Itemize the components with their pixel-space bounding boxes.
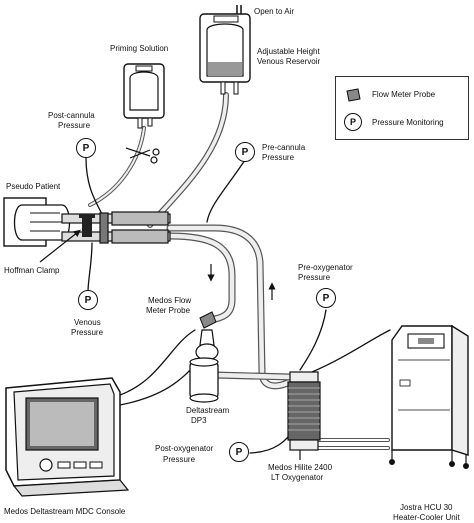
adjustable-reservoir-label-2: Venous Reservoir (257, 57, 321, 66)
pre-cannula-pressure-symbol: P (235, 142, 255, 162)
console (5, 377, 130, 497)
venous-pressure-line (87, 242, 93, 293)
legend: Flow Meter Probe P Pressure Monitoring (335, 76, 469, 140)
pre-cannula-label-1: Pre-cannula (262, 143, 306, 152)
heater-cooler-unit (389, 324, 469, 469)
flow-meter-probe-legend-icon (346, 88, 361, 102)
venous-pressure-label-2: Pressure (71, 328, 104, 337)
legend-flow-meter-probe-label: Flow Meter Probe (372, 90, 436, 99)
pseudo-patient (3, 197, 71, 247)
pressure-legend-icon: P (344, 113, 362, 131)
oxygenator (287, 371, 321, 460)
pre-cannula-pressure-line (206, 159, 246, 223)
priming-line (88, 126, 146, 207)
hoffman-clamp-pointer (39, 229, 81, 263)
flow-meter-probe-label-1: Medos Flow (148, 296, 192, 305)
console-cable-2 (119, 361, 199, 406)
venous-pressure-label-1: Venous (74, 318, 101, 327)
open-to-air-label: Open to Air (254, 7, 295, 16)
post-oxygenator-label-1: Post-oxygenator (155, 444, 214, 453)
priming-solution-bag (123, 63, 165, 129)
post-oxygenator-label-2: Pressure (163, 455, 196, 464)
deltastream-pump (189, 329, 219, 403)
console-cable (119, 329, 196, 396)
post-cannula-pressure-symbol: P (76, 138, 96, 158)
hilite-label-2: LT Oxygenator (271, 473, 324, 482)
hcu-cable (311, 329, 391, 373)
adjustable-reservoir-label-1: Adjustable Height (257, 47, 320, 56)
deltastream-label-2: DP3 (191, 416, 207, 425)
console-label: Medos Deltastream MDC Console (4, 507, 126, 516)
post-oxygenator-pressure-line (249, 429, 293, 454)
post-cannula-pressure-line (85, 157, 106, 221)
flow-meter-probe (199, 311, 217, 329)
hcu-label-1: Jostra HCU 30 (400, 503, 453, 512)
priming-solution-label: Priming Solution (110, 44, 169, 53)
tubing (85, 92, 391, 454)
hcu-label-2: Heater-Cooler Unit (393, 513, 460, 522)
hoffman-clamp (39, 214, 95, 263)
pre-oxygenator-label-2: Pressure (298, 273, 331, 282)
post-oxygenator-pressure-symbol: P (229, 442, 249, 462)
pseudo-patient-label: Pseudo Patient (6, 182, 61, 191)
venous-pressure-symbol: P (78, 290, 98, 310)
cannula-assembly (61, 211, 171, 244)
post-cannula-label-1: Post-cannula (48, 111, 95, 120)
pre-oxygenator-pressure-line (299, 309, 327, 371)
pre-oxygenator-label-1: Pre-oxygenator (298, 263, 353, 272)
hoffman-clamp-label: Hoffman Clamp (4, 266, 60, 275)
pre-cannula-label-2: Pressure (262, 153, 295, 162)
venous-reservoir (199, 5, 251, 95)
pre-oxygenator-pressure-symbol: P (316, 288, 336, 308)
post-cannula-label-2: Pressure (58, 121, 91, 130)
flow-meter-probe-label-2: Meter Probe (146, 306, 191, 315)
priming-clamp (125, 147, 160, 164)
hilite-label-1: Medos Hilite 2400 (268, 463, 333, 472)
deltastream-label-1: Deltastream (186, 406, 230, 415)
legend-pressure-monitoring-label: Pressure Monitoring (372, 118, 444, 127)
